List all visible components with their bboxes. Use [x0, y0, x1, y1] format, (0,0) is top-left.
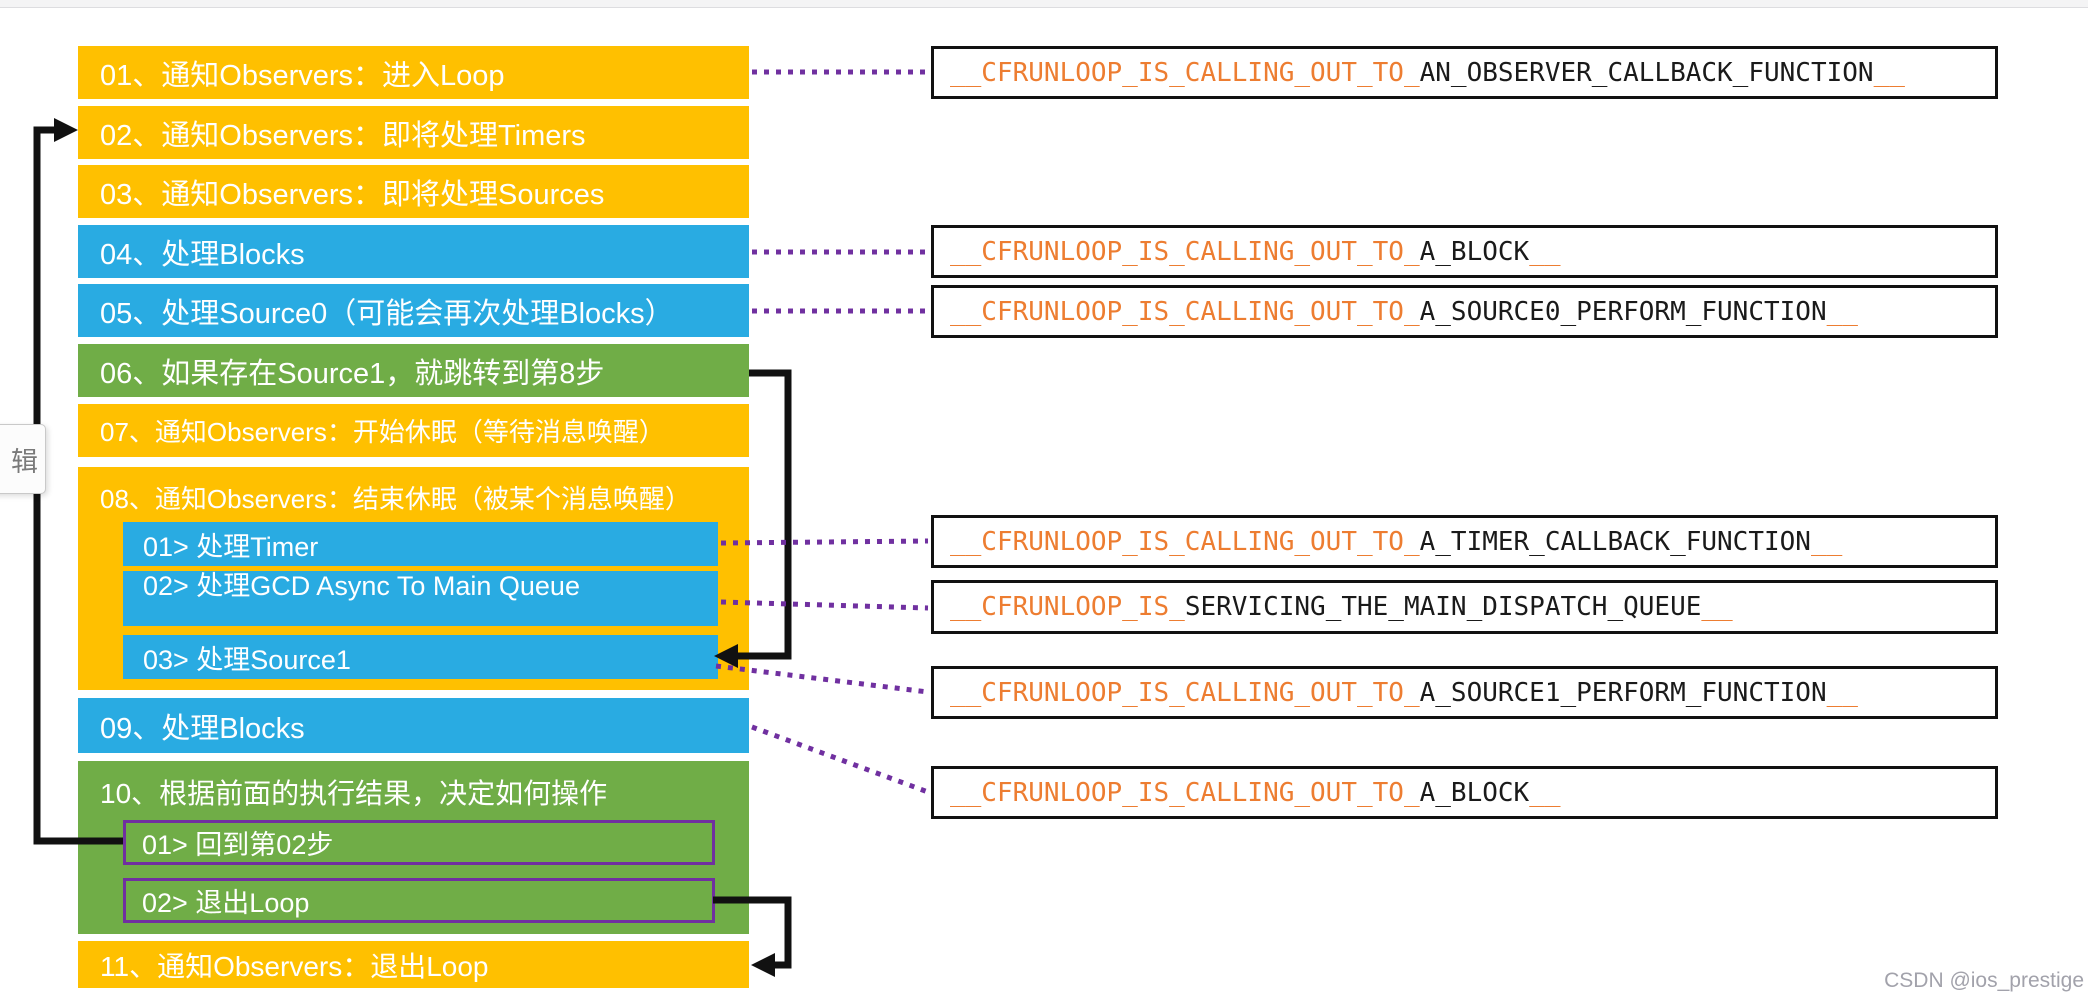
step-08-sub-handle-gcd-main-queue: 02> 处理GCD Async To Main Queue [123, 571, 718, 626]
callback-6-suffix: __ [1826, 677, 1858, 708]
step-08-sub-handle-source1: 03> 处理Source1 [123, 635, 718, 679]
step-10-sub1-label: 01> 回到第02步 [142, 830, 334, 860]
callback-a-block-bottom: __CFRUNLOOP_IS_CALLING_OUT_TO_A_BLOCK__ [931, 766, 1998, 819]
step-10-label: 10、根据前面的执行结果，决定如何操作 [100, 778, 608, 809]
callback-timer-callback-function: __CFRUNLOOP_IS_CALLING_OUT_TO_A_TIMER_CA… [931, 515, 1998, 568]
step-04-handle-blocks: 04、处理Blocks [78, 225, 749, 278]
loop-back-arrowhead [54, 118, 78, 142]
callback-5-suffix: __ [1701, 592, 1733, 622]
callback-4-function: A_TIMER_CALLBACK_FUNCTION [1419, 526, 1811, 557]
callback-2-prefix: __CFRUNLOOP_IS_CALLING_OUT_TO_ [950, 236, 1420, 267]
callback-3-prefix: __CFRUNLOOP_IS_CALLING_OUT_TO_ [950, 296, 1420, 327]
step-06-source1-jump: 06、如果存在Source1，就跳转到第8步 [78, 344, 749, 397]
step-08-notify-wake: 08、通知Observers：结束休眠（被某个消息唤醒） 01> 处理Timer… [78, 467, 749, 690]
connector-main-dispatch-queue [720, 599, 929, 611]
callback-6-prefix: __CFRUNLOOP_IS_CALLING_OUT_TO_ [950, 677, 1420, 708]
step-07-notify-sleep: 07、通知Observers：开始休眠（等待消息唤醒） [78, 404, 749, 457]
step-08-sub3-label: 03> 处理Source1 [143, 644, 351, 675]
edit-button[interactable]: 辑 [0, 424, 46, 494]
callback-5-function: SERVICING_THE_MAIN_DISPATCH_QUEUE [1184, 592, 1702, 622]
step-09-handle-blocks: 09、处理Blocks [78, 698, 749, 753]
callback-1-suffix: __ [1873, 57, 1905, 88]
callback-4-suffix: __ [1810, 526, 1843, 557]
callback-4-prefix: __CFRUNLOOP_IS_CALLING_OUT_TO_ [950, 526, 1420, 557]
callback-2-function: A_BLOCK [1419, 236, 1530, 267]
step-03-notify-sources: 03、通知Observers：即将处理Sources [78, 165, 749, 218]
step-11-notify-exit-loop: 11、通知Observers：退出Loop [78, 941, 749, 988]
step-08-sub-handle-timer: 01> 处理Timer [123, 522, 718, 566]
callback-7-prefix: __CFRUNLOOP_IS_CALLING_OUT_TO_ [950, 777, 1420, 808]
exit-loop-arrowhead [751, 953, 775, 977]
callback-1-function: AN_OBSERVER_CALLBACK_FUNCTION [1419, 57, 1874, 88]
connector-timer-callback [720, 538, 929, 546]
step-05-handle-source0: 05、处理Source0（可能会再次处理Blocks） [78, 284, 749, 337]
callback-7-function: A_BLOCK [1419, 777, 1530, 808]
callback-3-suffix: __ [1826, 296, 1858, 327]
callback-2-suffix: __ [1529, 236, 1561, 267]
step-10-sub2-label: 02> 退出Loop [142, 888, 310, 918]
page-top-strip [0, 0, 2088, 8]
callback-5-prefix: __CFRUNLOOP_IS_ [950, 592, 1185, 622]
step-02-notify-timers: 02、通知Observers：即将处理Timers [78, 106, 749, 159]
step-10-decide-action: 10、根据前面的执行结果，决定如何操作 01> 回到第02步 02> 退出Loo… [78, 761, 749, 934]
step-10-sub-exit-loop: 02> 退出Loop [123, 878, 715, 923]
callback-observer-callback-function: __CFRUNLOOP_IS_CALLING_OUT_TO_AN_OBSERVE… [931, 46, 1998, 99]
callback-source0-perform-function: __CFRUNLOOP_IS_CALLING_OUT_TO_A_SOURCE0_… [931, 285, 1998, 338]
callback-source1-perform-function: __CFRUNLOOP_IS_CALLING_OUT_TO_A_SOURCE1_… [931, 666, 1998, 719]
callback-6-function: A_SOURCE1_PERFORM_FUNCTION [1419, 677, 1827, 708]
step-08-label: 08、通知Observers：结束休眠（被某个消息唤醒） [100, 484, 691, 514]
callback-1-prefix: __CFRUNLOOP_IS_CALLING_OUT_TO_ [950, 57, 1420, 88]
edit-button-label: 辑 [11, 446, 38, 477]
step-08-sub1-label: 01> 处理Timer [143, 531, 319, 562]
connector-step09-a-block [751, 724, 929, 795]
callback-servicing-main-dispatch-queue: __CFRUNLOOP_IS_SERVICING_THE_MAIN_DISPAT… [931, 580, 1998, 634]
step-01-notify-enter-loop: 01、通知Observers：进入Loop [78, 46, 749, 99]
step-10-sub-back-to-step02: 01> 回到第02步 [123, 820, 715, 865]
callback-3-function: A_SOURCE0_PERFORM_FUNCTION [1419, 296, 1827, 327]
csdn-watermark: CSDN @ios_prestige [1884, 969, 2084, 992]
callback-a-block-top: __CFRUNLOOP_IS_CALLING_OUT_TO_A_BLOCK__ [931, 225, 1998, 278]
step-08-sub2-label: 02> 处理GCD Async To Main Queue [143, 571, 580, 601]
callback-7-suffix: __ [1529, 777, 1561, 808]
